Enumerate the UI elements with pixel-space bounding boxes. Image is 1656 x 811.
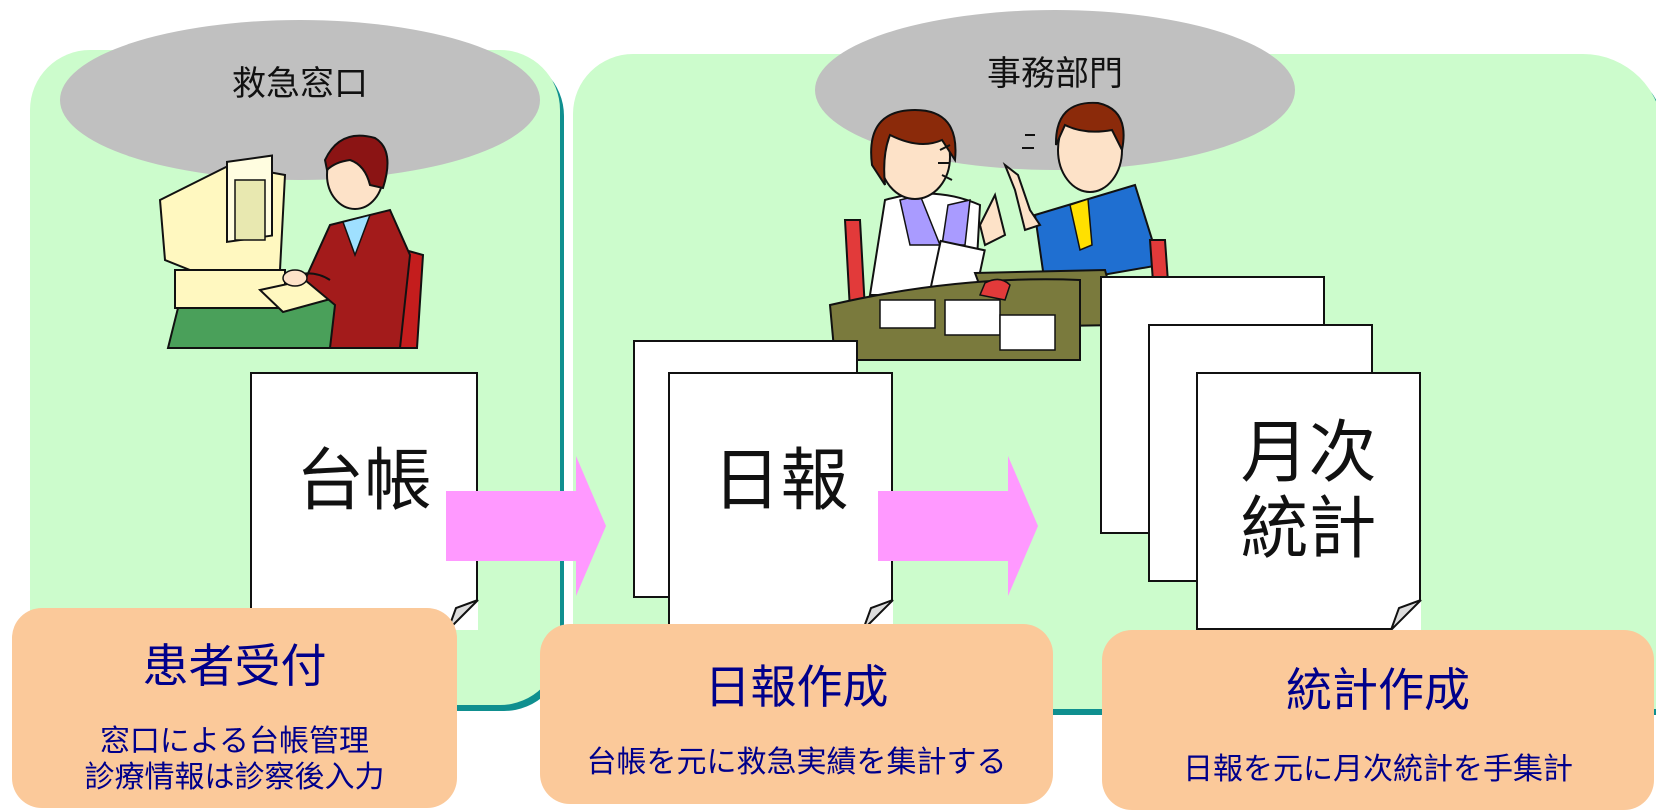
step-box-office: 日報作成 台帳を元に救急実績を集計する <box>540 624 1053 804</box>
ledger-document: 台帳 <box>250 372 479 631</box>
ledger-document-label: 台帳 <box>295 442 432 521</box>
monthly-stats-document-label: 月次 統計 <box>1240 414 1377 570</box>
step-box-reception: 患者受付 窓口による台帳管理 診療情報は診察後入力 <box>12 608 457 808</box>
step-title: 統計作成 <box>1286 663 1470 717</box>
office-meeting-illustration <box>828 101 1172 361</box>
daily-report-document: 日報 <box>668 372 894 631</box>
arrow-right-icon <box>878 456 1038 596</box>
arrow-right-icon <box>446 456 606 596</box>
daily-report-document-label: 日報 <box>712 442 849 521</box>
page-fold-icon <box>862 599 894 631</box>
step-description: 日報を元に月次統計を手集計 <box>1183 752 1573 787</box>
step-box-stats: 統計作成 日報を元に月次統計を手集計 <box>1102 630 1654 810</box>
step-description: 窓口による台帳管理 診療情報は診察後入力 <box>84 724 385 795</box>
step-title: 日報作成 <box>704 660 889 714</box>
page-fold-icon <box>447 599 479 631</box>
monthly-stats-document: 月次 統計 <box>1196 372 1422 631</box>
clerk-at-computer-illustration <box>158 134 425 349</box>
step-description: 台帳を元に救急実績を集計する <box>586 745 1007 780</box>
step-title: 患者受付 <box>142 639 327 693</box>
reception-location-label: 救急窓口 <box>60 20 540 180</box>
page-fold-icon <box>1390 599 1422 631</box>
